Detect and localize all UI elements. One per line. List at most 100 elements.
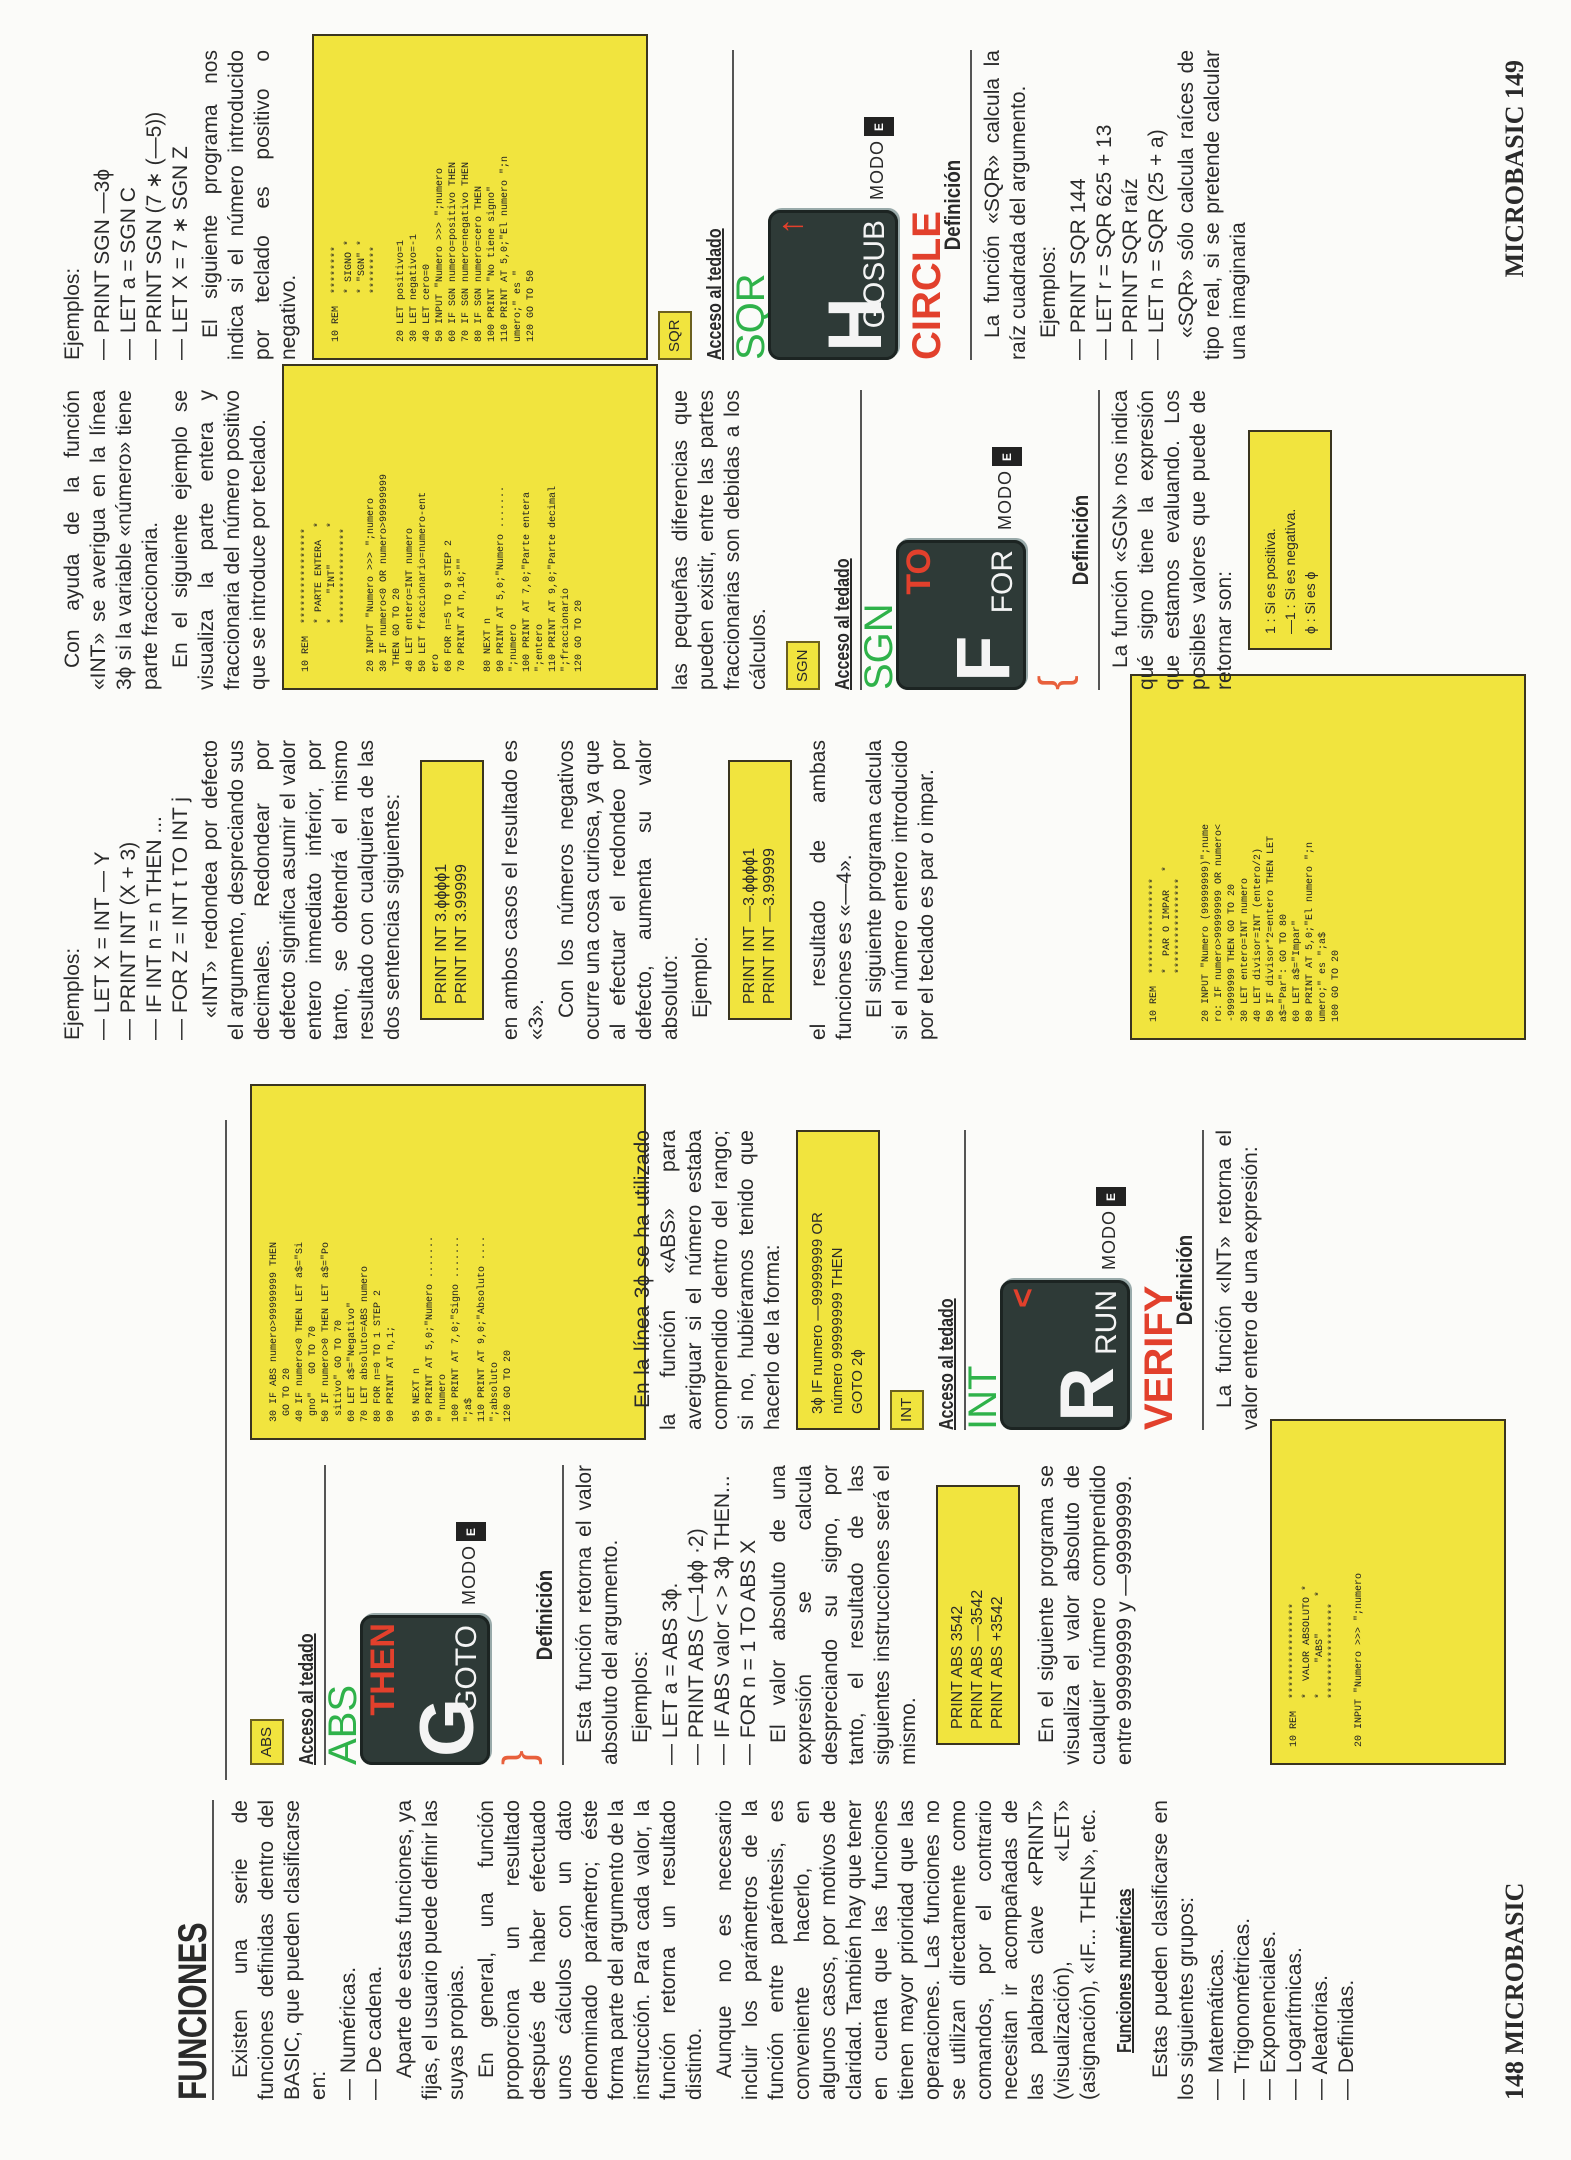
- page-folio-148: 148 MICROBASIC: [1500, 1882, 1529, 2100]
- examples-label: Ejemplos:: [1037, 245, 1060, 338]
- access-heading: Acceso al tedado: [936, 1298, 958, 1430]
- definition-text: La función «SGN» nos indica qué signo ti…: [1109, 390, 1236, 690]
- paragraph: las pequeñas diferencias que pueden exis…: [669, 390, 770, 690]
- examples-label: Ejemplos:: [61, 947, 84, 1040]
- keyboard-key-r: R < RUN: [1000, 1280, 1130, 1430]
- paragraph: «INT» redondea por defecto el argumento,…: [199, 740, 404, 1040]
- function-name-int: INT: [961, 1365, 1005, 1430]
- key-keyword: GOTO: [450, 1625, 483, 1713]
- example-item: FOR n = 1 TO ABS X: [736, 1465, 762, 1765]
- paragraph: Estas pueden clasificarse en los siguien…: [1149, 1800, 1198, 2100]
- modo-label: MODO: [995, 470, 1015, 530]
- code-box: PRINT INT —3.ϕϕϕϕ1 PRINT INT —3.99999: [728, 760, 792, 1020]
- key-letter: F: [941, 635, 1026, 682]
- examples-list: PRINT SGN —3ϕ LET a = SGN C PRINT SGN (7…: [90, 50, 194, 360]
- modo-label: MODO: [1099, 1210, 1119, 1270]
- paragraph: Aparte de estas funciones, ya fijas, el …: [393, 1799, 468, 2100]
- example-item: PRINT SQR raíz: [1118, 50, 1144, 360]
- modo-indicator: MODO E: [992, 446, 1022, 530]
- group-item: Matemáticas.: [1204, 1800, 1230, 2100]
- example-item: PRINT INT (X + 3): [116, 740, 142, 1040]
- int-examples-column: Ejemplos: LET X = INT — Y PRINT INT (X +…: [60, 740, 944, 1040]
- function-name-sgn: SGN: [857, 603, 901, 690]
- example-item: LET X = INT — Y: [90, 740, 116, 1040]
- definition-heading: Definición: [532, 1569, 557, 1661]
- example-item: FOR Z = INT t TO INT j: [168, 740, 194, 1040]
- key-red-label: TO: [900, 548, 938, 595]
- program-listing-abs: 30 IF ABS numero>99999999 THEN GO TO 20 …: [250, 1084, 646, 1440]
- key-red-label: <: [1004, 1288, 1042, 1308]
- abs-tag: ABS: [250, 1718, 284, 1765]
- example-item: PRINT SQR 144: [1066, 50, 1092, 360]
- examples-list: LET X = INT — Y PRINT INT (X + 3) IF INT…: [90, 740, 194, 1040]
- function-name-sqr: SQR: [729, 273, 773, 360]
- example-item: PRINT SGN (7 ∗ (—5)): [142, 50, 168, 360]
- rule: [1098, 390, 1100, 690]
- key-area: F TO FOR MODO E: [892, 390, 1042, 690]
- code-line: PRINT INT 3.ϕϕϕϕ1: [433, 863, 450, 1004]
- extended-keyword: VERIFY: [1137, 1285, 1181, 1430]
- key-keyword: FOR: [986, 550, 1019, 614]
- code-line: PRINT ABS —3542: [969, 1589, 986, 1729]
- intro-text: Existen una serie de funciones definidas…: [229, 1800, 330, 2100]
- example-item: IF ABS valor < > 3ϕ THEN...: [710, 1465, 736, 1765]
- definition-text: La función «INT» retorna el valor entero…: [1213, 1130, 1262, 1430]
- code-box: PRINT INT 3.ϕϕϕϕ1 PRINT INT 3.99999: [420, 760, 484, 1020]
- program-listing-parte-entera: 10 REM **************** * PARTE ENTERA *…: [282, 364, 658, 690]
- paragraph: En el siguiente programa se visualiza el…: [1035, 1465, 1136, 1765]
- key-area: G THEN GOTO MODOE: [356, 1465, 506, 1765]
- example-item: LET n = SQR (25 + a): [1144, 50, 1170, 360]
- int-programs-column: Con ayuda de la función «INT» se averigu…: [60, 364, 1342, 690]
- modo-key: E: [456, 1521, 486, 1541]
- sgn-values-box: 1 : Si es positiva. —1 : Si es negativa.…: [1248, 430, 1332, 650]
- paragraph: El valor absoluto de una expresión se ca…: [767, 1465, 920, 1765]
- paragraph: Aunque no es necesario incluir los parám…: [713, 1800, 1100, 2100]
- page-149: Ejemplos: LET X = INT — Y PRINT INT (X +…: [0, 0, 1571, 1080]
- code-line: número 99999999 THEN: [829, 1247, 846, 1415]
- code-line: PRINT ABS +3542: [989, 1596, 1006, 1729]
- modo-label: MODO: [867, 140, 887, 200]
- key-keyword: GOSUB: [858, 220, 891, 329]
- numeric-functions-heading: Funciones numéricas: [1114, 1888, 1136, 2053]
- code-line: PRINT INT 3.99999: [453, 864, 470, 1004]
- example-item: PRINT SGN —3ϕ: [90, 50, 116, 360]
- paragraph: «SQR» sólo calcula raíces de tipo real, …: [1175, 50, 1250, 360]
- definition-heading: Definición: [1068, 494, 1093, 586]
- modo-indicator: MODO E: [456, 1521, 486, 1605]
- code-line: PRINT INT —3.99999: [761, 848, 778, 1004]
- groups-list: Matemáticas. Trigonométricas. Exponencia…: [1204, 1800, 1360, 2100]
- keyboard-key-h: H ↑ GOSUB: [768, 210, 898, 360]
- definition-text: La función «SQR» calcula la raíz cuadrad…: [981, 50, 1030, 360]
- code-line: GOTO 2ϕ: [849, 1349, 866, 1414]
- int-tag: INT: [890, 1389, 924, 1430]
- top-rule: [225, 1120, 227, 1780]
- group-item: Logarítmicas.: [1282, 1800, 1308, 2100]
- definition-heading: Definición: [940, 159, 965, 251]
- access-heading: Acceso al tedado: [296, 1633, 318, 1765]
- code-box: PRINT ABS 3542 PRINT ABS —3542 PRINT ABS…: [936, 1485, 1020, 1745]
- modo-label: MODO: [459, 1545, 479, 1605]
- definition-heading: Definición: [1172, 1234, 1197, 1326]
- key-red-label: THEN: [364, 1623, 402, 1716]
- int-column: En la línea 3ϕ se ha utilizado la funció…: [630, 1130, 1268, 1430]
- example-item: LET a = ABS 3ϕ.: [658, 1465, 684, 1765]
- brace-icon: }: [494, 1750, 543, 1765]
- program-listing-abs-start: 10 REM **************** * VALOR ABSOLUTO…: [1270, 1419, 1506, 1765]
- example-item: LET X = 7 ∗ SGN Z: [168, 50, 194, 360]
- program-listing-par-impar: 10 REM **************** * PAR O IMPAR * …: [1130, 674, 1526, 1040]
- examples-label: Ejemplos:: [629, 1650, 652, 1743]
- value-line: ϕ : Si es ϕ: [1302, 571, 1318, 634]
- key-area: R < RUN MODOE: [996, 1130, 1146, 1430]
- code-line: 3ϕ IF numero —99999999 OR: [809, 1212, 826, 1414]
- type-item: De cadena.: [362, 1800, 388, 2100]
- group-item: Definidas.: [1334, 1800, 1360, 2100]
- sgn-sqr-column: Ejemplos: PRINT SGN —3ϕ LET a = SGN C PR…: [60, 34, 1256, 360]
- modo-key: E: [992, 446, 1022, 466]
- rule: [970, 50, 972, 360]
- page-148: FUNCIONES Existen una serie de funciones…: [0, 1080, 1571, 2160]
- examples-list: LET a = ABS 3ϕ. PRINT ABS (—1ϕϕ ·2) IF A…: [658, 1465, 762, 1765]
- example-item: PRINT ABS (—1ϕϕ ·2): [684, 1465, 710, 1765]
- paragraph: Con los números negativos ocurre una cos…: [555, 740, 682, 1040]
- page-folio-149: MICROBASIC 149: [1500, 60, 1529, 278]
- access-heading: Acceso al tedado: [704, 228, 726, 360]
